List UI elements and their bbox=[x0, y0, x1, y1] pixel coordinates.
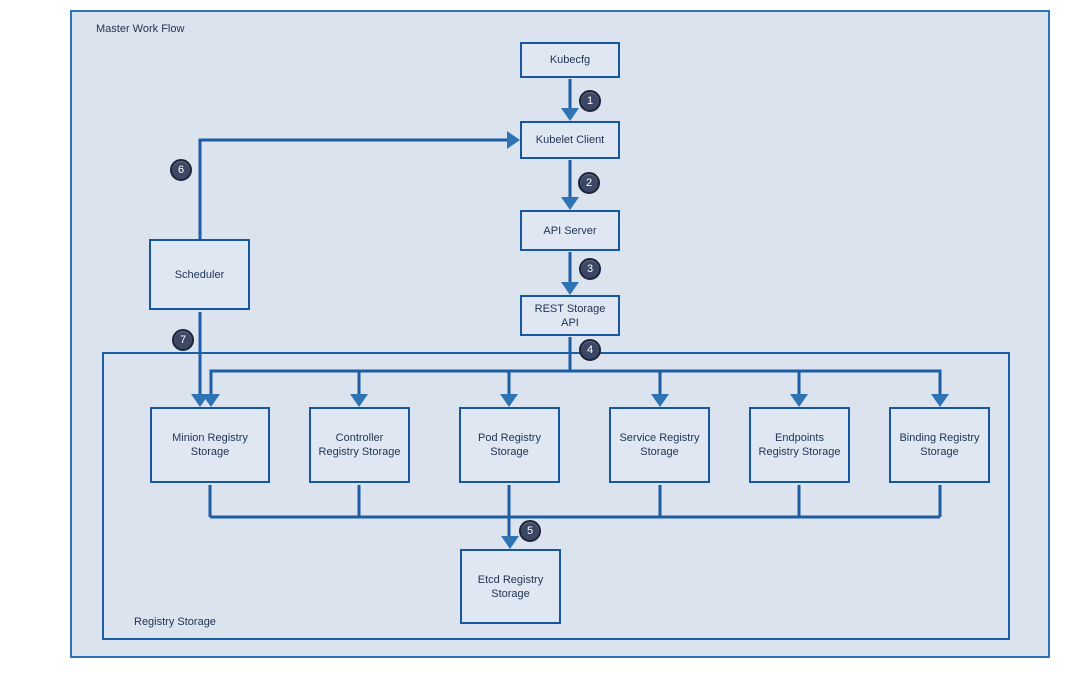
step-badge-3: 3 bbox=[579, 258, 601, 280]
node-api-server-label: API Server bbox=[543, 224, 597, 237]
step-badge-4: 4 bbox=[579, 339, 601, 361]
node-binding-label: Binding Registry Storage bbox=[899, 432, 980, 458]
step-badge-1-number: 1 bbox=[586, 94, 594, 107]
node-binding-registry-storage: Binding Registry Storage bbox=[889, 407, 990, 483]
step-badge-5: 5 bbox=[519, 520, 541, 542]
node-etcd-label: Etcd Registry Storage bbox=[477, 573, 544, 600]
node-scheduler: Scheduler bbox=[149, 239, 250, 310]
step-badge-7: 7 bbox=[172, 329, 194, 351]
step-badge-5-number: 5 bbox=[526, 524, 534, 537]
step-badge-2: 2 bbox=[578, 172, 600, 194]
registry-storage-label: Registry Storage bbox=[134, 616, 216, 628]
step-badge-6: 6 bbox=[170, 159, 192, 181]
node-minion-registry-storage: Minion Registry Storage bbox=[150, 407, 270, 483]
node-kubelet-client-label: Kubelet Client bbox=[535, 134, 605, 146]
node-controller-registry-storage: Controller Registry Storage bbox=[309, 407, 410, 483]
node-controller-label: Controller Registry Storage bbox=[318, 432, 401, 458]
node-rest-storage-api: REST Storage API bbox=[520, 295, 620, 336]
node-endpoints-registry-storage: Endpoints Registry Storage bbox=[749, 407, 850, 483]
node-kubecfg: Kubecfg bbox=[520, 42, 620, 78]
step-badge-6-number: 6 bbox=[177, 163, 185, 176]
node-scheduler-label: Scheduler bbox=[174, 268, 225, 281]
node-service-registry-storage: Service Registry Storage bbox=[609, 407, 710, 483]
master-workflow-label: Master Work Flow bbox=[96, 23, 185, 35]
step-badge-4-number: 4 bbox=[586, 343, 594, 356]
step-badge-7-number: 7 bbox=[179, 333, 187, 346]
node-kubecfg-label: Kubecfg bbox=[549, 54, 591, 66]
registry-storage-container: Registry Storage bbox=[102, 352, 1010, 640]
node-api-server: API Server bbox=[520, 210, 620, 251]
node-endpoints-label: Endpoints Registry Storage bbox=[758, 432, 841, 458]
node-minion-label: Minion Registry Storage bbox=[172, 432, 248, 458]
node-service-label: Service Registry Storage bbox=[619, 432, 700, 458]
node-kubelet-client: Kubelet Client bbox=[520, 121, 620, 159]
node-pod-registry-storage: Pod Registry Storage bbox=[459, 407, 560, 483]
node-etcd-registry-storage: Etcd Registry Storage bbox=[460, 549, 561, 624]
step-badge-3-number: 3 bbox=[586, 262, 594, 275]
node-rest-storage-api-label: REST Storage API bbox=[534, 302, 606, 329]
step-badge-1: 1 bbox=[579, 90, 601, 112]
step-badge-2-number: 2 bbox=[585, 176, 593, 189]
node-pod-label: Pod Registry Storage bbox=[478, 432, 541, 458]
